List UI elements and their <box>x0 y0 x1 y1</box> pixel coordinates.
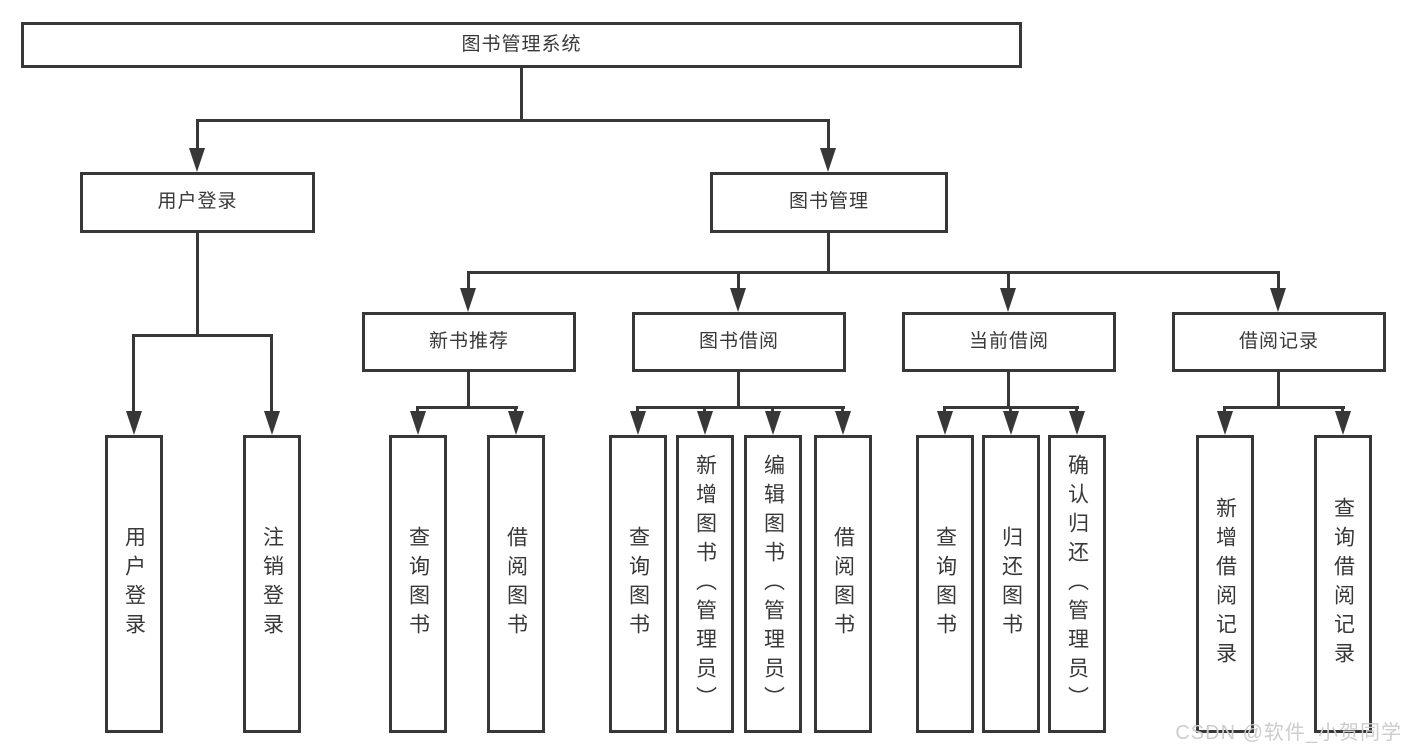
connector-arrowhead-down <box>508 411 524 435</box>
connector-line <box>1007 372 1010 408</box>
leaf-user-login: 用户登录 <box>105 435 163 733</box>
connector-line <box>827 119 830 153</box>
connector-arrowhead-down <box>460 288 476 312</box>
leaf-query-borrow-record: 查询借阅记录 <box>1314 435 1372 733</box>
connector-line <box>467 271 1280 274</box>
connector-line <box>416 406 518 409</box>
connector-arrowhead-down <box>630 411 646 435</box>
node-book-management: 图书管理 <box>710 172 948 233</box>
connector-line <box>1277 272 1280 292</box>
connector-line <box>132 334 135 413</box>
leaf-logout: 注销登录 <box>243 435 301 733</box>
leaf-query-books-current: 查询图书 <box>916 435 974 733</box>
leaf-add-books-admin: 新增图书（管理员） <box>676 435 734 733</box>
connector-arrowhead-down <box>937 411 953 435</box>
leaf-query-books-borrowing: 查询图书 <box>609 435 667 733</box>
connector-line <box>467 272 470 292</box>
connector-arrowhead-down <box>1000 288 1016 312</box>
connector-arrowhead-down <box>730 288 746 312</box>
leaf-confirm-return-admin: 确认归还（管理员） <box>1048 435 1106 733</box>
connector-arrowhead-down <box>765 411 781 435</box>
connector-line <box>520 68 523 122</box>
connector-arrowhead-down <box>1003 411 1019 435</box>
connector-line <box>737 272 740 292</box>
node-new-book-recommendation: 新书推荐 <box>362 312 576 372</box>
csdn-watermark: CSDN @软件_小贺同学 <box>1175 722 1402 744</box>
node-current-borrowing: 当前借阅 <box>902 312 1116 372</box>
connector-arrowhead-down <box>264 411 280 435</box>
leaf-add-borrow-record: 新增借阅记录 <box>1196 435 1254 733</box>
connector-arrowhead-down <box>1335 411 1351 435</box>
connector-line <box>737 372 740 408</box>
connector-line <box>467 372 470 408</box>
connector-arrowhead-down <box>835 411 851 435</box>
node-book-borrowing: 图书借阅 <box>632 312 846 372</box>
connector-line <box>196 119 199 153</box>
node-library-management-system: 图书管理系统 <box>21 22 1022 68</box>
connector-arrowhead-down <box>1270 288 1286 312</box>
leaf-borrow-books: 借阅图书 <box>814 435 872 733</box>
connector-line <box>636 406 845 409</box>
connector-line <box>1277 372 1280 408</box>
connector-arrowhead-down <box>697 411 713 435</box>
connector-line <box>827 233 830 274</box>
connector-arrowhead-down <box>410 411 426 435</box>
connector-line <box>1223 406 1345 409</box>
leaf-return-books: 归还图书 <box>982 435 1040 733</box>
connector-arrowhead-down <box>189 148 205 172</box>
connector-line <box>196 232 199 337</box>
connector-line <box>943 406 1079 409</box>
leaf-query-books-recommend: 查询图书 <box>389 435 447 733</box>
connector-arrowhead-down <box>1069 411 1085 435</box>
connector-arrowhead-down <box>820 148 836 172</box>
node-borrowing-records: 借阅记录 <box>1172 312 1386 372</box>
connector-arrowhead-down <box>1217 411 1233 435</box>
leaf-edit-books-admin: 编辑图书（管理员） <box>744 435 802 733</box>
connector-line <box>132 334 273 337</box>
connector-line <box>1007 272 1010 292</box>
node-user-login: 用户登录 <box>80 172 315 233</box>
connector-arrowhead-down <box>126 411 142 435</box>
connector-line <box>196 119 830 122</box>
connector-line <box>270 334 273 413</box>
leaf-borrow-books-recommend: 借阅图书 <box>487 435 545 733</box>
